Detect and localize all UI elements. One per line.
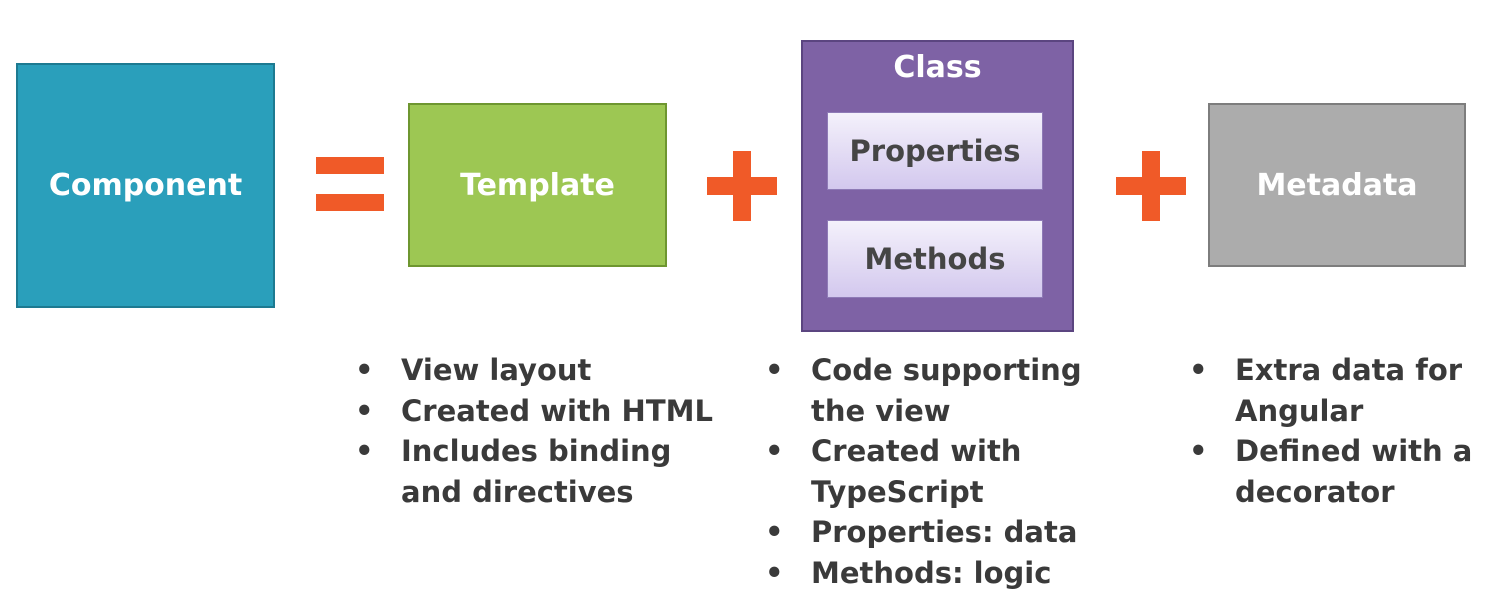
equals-bar-top <box>316 157 384 174</box>
bullet-item: Defined with a decorator <box>1189 431 1475 512</box>
properties-label: Properties <box>849 134 1021 168</box>
bullet-item: Methods: logic <box>765 553 1165 594</box>
plus-sign-2 <box>1116 151 1186 221</box>
component-box: Component <box>16 63 275 308</box>
class-bullet-list: Code supporting the view Created with Ty… <box>765 350 1165 594</box>
template-label: Template <box>460 167 615 203</box>
bullet-item: Extra data for Angular <box>1189 350 1475 431</box>
properties-box: Properties <box>827 112 1043 190</box>
template-bullet-list: View layout Created with HTML Includes b… <box>355 350 755 512</box>
class-box: Class Properties Methods <box>801 40 1074 332</box>
bullet-item: Code supporting the view <box>765 350 1111 431</box>
bullet-item: Created with TypeScript <box>765 431 1041 512</box>
component-label: Component <box>48 168 243 203</box>
bullet-item: View layout <box>355 350 755 391</box>
equals-bar-bottom <box>316 194 384 211</box>
bullet-item: Created with HTML <box>355 391 755 432</box>
template-box: Template <box>408 103 667 267</box>
bullet-item: Includes binding and directives <box>355 431 691 512</box>
class-label: Class <box>893 50 982 85</box>
plus-vertical-bar <box>1142 151 1160 221</box>
metadata-bullet-list: Extra data for Angular Defined with a de… <box>1189 350 1487 512</box>
plus-vertical-bar <box>733 151 751 221</box>
plus-sign-1 <box>707 151 777 221</box>
metadata-label: Metadata <box>1256 167 1418 203</box>
methods-label: Methods <box>864 242 1006 276</box>
methods-box: Methods <box>827 220 1043 298</box>
bullet-item: Properties: data <box>765 512 1165 553</box>
metadata-box: Metadata <box>1208 103 1466 267</box>
